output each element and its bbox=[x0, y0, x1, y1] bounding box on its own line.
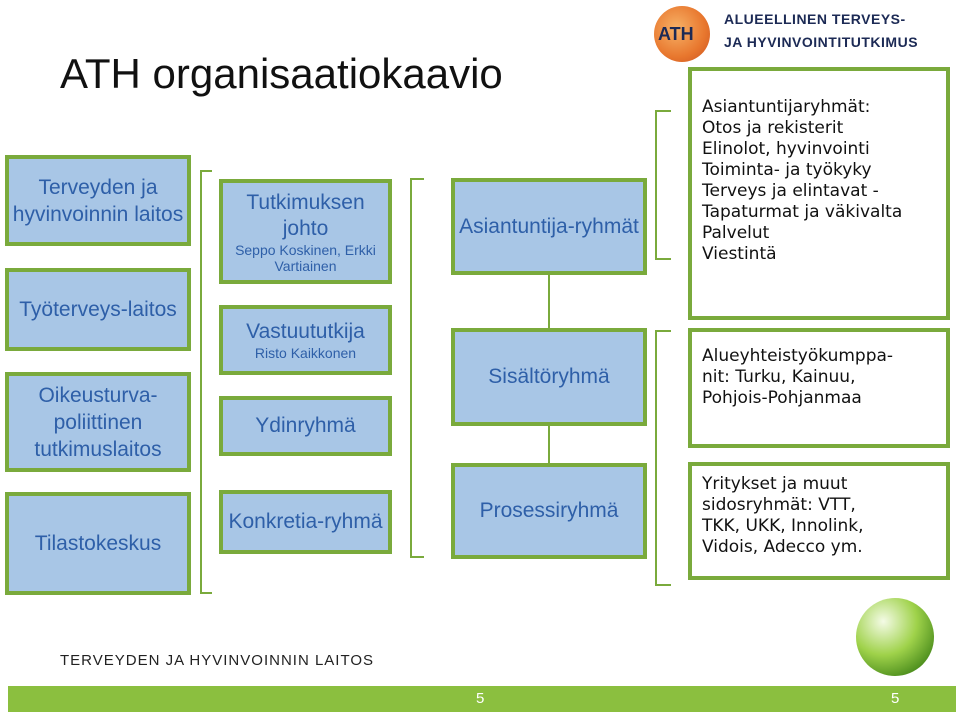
list-item: nit: Turku, Kainuu, bbox=[702, 367, 856, 387]
regional-partners-list: Alueyhteistyökumppa- nit: Turku, Kainuu,… bbox=[702, 346, 893, 409]
org-box-tilastokeskus-label: Tilastokeskus bbox=[34, 532, 162, 555]
bracket-left bbox=[200, 170, 212, 594]
connector-1 bbox=[548, 275, 550, 328]
page-number-right: 5 bbox=[891, 690, 900, 707]
core-group-title: Ydinryhmä bbox=[255, 414, 356, 437]
list-item: Toiminta- ja työkyky bbox=[702, 160, 872, 180]
org-box-thl-label: Terveyden ja hyvinvoinnin laitos bbox=[12, 175, 184, 226]
expert-groups-list: Asiantuntijaryhmät: Otos ja rekisterit E… bbox=[702, 97, 902, 265]
ath-logo-icon bbox=[654, 6, 710, 62]
list-item: Otos ja rekisterit bbox=[702, 118, 844, 138]
bracket-right-2 bbox=[655, 330, 671, 586]
list-item: Alueyhteistyökumppa- bbox=[702, 346, 894, 366]
org-box-responsible-researcher: Vastuututkija Risto Kaikkonen bbox=[219, 305, 392, 375]
page-number-center: 5 bbox=[476, 690, 485, 707]
list-item: Viestintä bbox=[702, 244, 777, 264]
process-group-label: Prosessiryhmä bbox=[479, 499, 619, 522]
info-box-expert-groups: Asiantuntijaryhmät: Otos ja rekisterit E… bbox=[688, 67, 950, 320]
brand-line2: JA HYVINVOINTITUTKIMUS bbox=[724, 34, 919, 50]
footer-org: TERVEYDEN JA HYVINVOINNIN LAITOS bbox=[60, 652, 375, 669]
org-box-tilastokeskus: Tilastokeskus bbox=[5, 492, 191, 595]
list-item: Vidois, Adecco ym. bbox=[702, 537, 863, 557]
org-box-process-group: Prosessiryhmä bbox=[451, 463, 647, 559]
list-item: TKK, UKK, Innolink, bbox=[702, 516, 864, 536]
expert-groups-label: Asiantuntija-ryhmät bbox=[459, 214, 639, 238]
connector-2 bbox=[548, 426, 550, 463]
stakeholders-list: Yritykset ja muut sidosryhmät: VTT, TKK,… bbox=[702, 474, 863, 558]
org-box-ttl-label: Työterveys-laitos bbox=[19, 298, 177, 321]
page-title: ATH organisaatiokaavio bbox=[60, 50, 503, 97]
bracket-middle bbox=[410, 178, 424, 558]
org-box-optula: Oikeusturva-poliittinen tutkimuslaitos bbox=[5, 372, 191, 472]
concrete-group-title: Konkretia-ryhmä bbox=[228, 510, 383, 533]
globe-icon bbox=[856, 598, 934, 676]
org-box-content-group: Sisältöryhmä bbox=[451, 328, 647, 426]
content-group-label: Sisältöryhmä bbox=[488, 365, 610, 388]
list-item: Asiantuntijaryhmät: bbox=[702, 97, 871, 117]
org-box-thl: Terveyden ja hyvinvoinnin laitos bbox=[5, 155, 191, 246]
org-box-core-group: Ydinryhmä bbox=[219, 396, 392, 456]
list-item: sidosryhmät: VTT, bbox=[702, 495, 856, 515]
logo-text: ATH bbox=[658, 24, 694, 44]
list-item: Yritykset ja muut bbox=[702, 474, 848, 494]
brand-line1: ALUEELLINEN TERVEYS- bbox=[724, 11, 906, 27]
research-lead-title: Tutkimuksen johto bbox=[246, 190, 365, 240]
org-box-expert-groups: Asiantuntija-ryhmät bbox=[451, 178, 647, 275]
org-box-optula-label: Oikeusturva-poliittinen tutkimuslaitos bbox=[34, 383, 162, 461]
org-box-concrete-group: Konkretia-ryhmä bbox=[219, 490, 392, 554]
info-box-regional-partners: Alueyhteistyökumppa- nit: Turku, Kainuu,… bbox=[688, 328, 950, 448]
list-item: Elinolot, hyvinvointi bbox=[702, 139, 870, 159]
org-box-research-lead: Tutkimuksen johto Seppo Koskinen, Erkki … bbox=[219, 179, 392, 284]
list-item: Tapaturmat ja väkivalta bbox=[702, 202, 903, 222]
footer-bar bbox=[8, 686, 956, 712]
responsible-researcher-name: Risto Kaikkonen bbox=[254, 345, 357, 361]
list-item: Palvelut bbox=[702, 223, 770, 243]
research-lead-names: Seppo Koskinen, Erkki Vartiainen bbox=[235, 241, 376, 274]
list-item: Terveys ja elintavat - bbox=[702, 181, 879, 201]
list-item: Pohjois-Pohjanmaa bbox=[702, 388, 862, 408]
info-box-stakeholders: Yritykset ja muut sidosryhmät: VTT, TKK,… bbox=[688, 462, 950, 580]
responsible-researcher-title: Vastuututkija bbox=[246, 320, 365, 343]
bracket-right-1 bbox=[655, 110, 671, 260]
org-box-ttl: Työterveys-laitos bbox=[5, 268, 191, 351]
